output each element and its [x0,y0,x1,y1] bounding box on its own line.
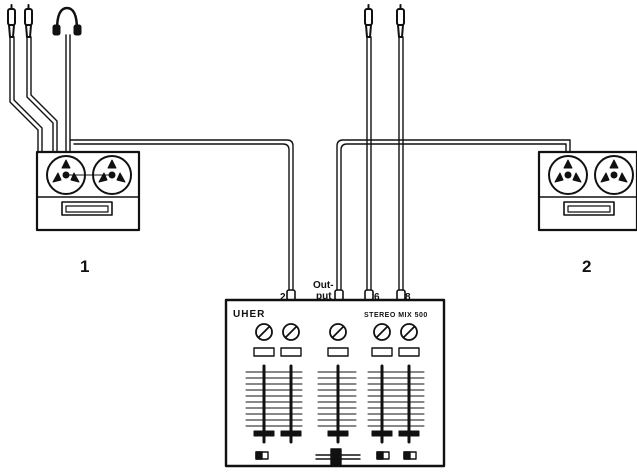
headphones-icon [52,6,82,36]
jack-label-6: 6 [374,292,380,303]
mixer-brand: UHER [233,309,265,320]
fader-tracks [262,364,411,444]
microphone-plug-left-2 [24,4,33,38]
jack-label-output-1: Out- [313,280,334,291]
tape-recorder-2 [537,150,637,232]
jack-plugs [286,289,406,301]
cable-output-to-recorder2 [336,139,571,291]
fader-knobs [253,430,420,437]
bottom-switches [255,451,417,460]
microphone-plug-right-1 [364,4,373,38]
mixer-uher-stereo-mix-500 [224,298,446,468]
crossfader [315,448,361,466]
mixer-model: STEREO MIX 500 [364,312,428,319]
jack-label-2: 2 [280,292,286,303]
gain-knobs [255,323,418,341]
cable-recorder1-to-input2 [69,139,294,291]
mic-cables-right [366,36,404,291]
recorder-1-label: 1 [80,257,89,276]
fader-scales [245,371,425,427]
channel-indicators [253,347,420,357]
recorder-2-label: 2 [582,257,591,276]
microphone-plug-right-2 [396,4,405,38]
mic-cables-left [9,34,71,153]
jack-label-8: 8 [405,292,411,303]
microphone-plug-left-1 [7,4,16,38]
tape-recorder-1 [35,150,141,232]
jack-label-output-2: put [316,291,332,302]
